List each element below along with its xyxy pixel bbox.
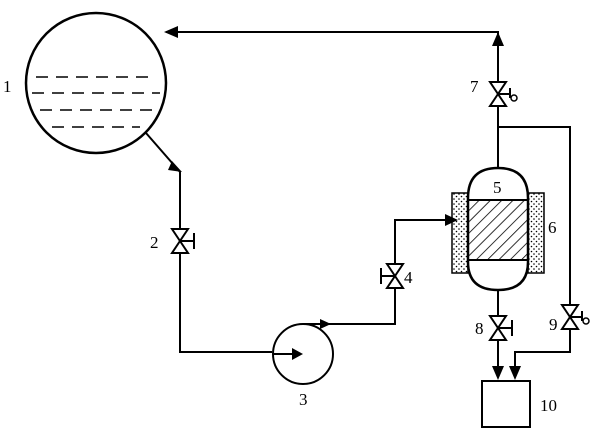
- label-tank: 1: [3, 77, 12, 96]
- label-valve-4: 4: [404, 268, 413, 287]
- label-valve-9: 9: [549, 315, 558, 334]
- valve-9[interactable]: [560, 304, 590, 330]
- label-reactor: 5: [493, 178, 502, 197]
- label-valve-8: 8: [475, 319, 484, 338]
- reactor-inlet-line: [394, 214, 458, 264]
- feed-line: [179, 253, 272, 353]
- label-pump: 3: [299, 390, 308, 409]
- valve-4[interactable]: [380, 263, 405, 289]
- reactor: [466, 166, 530, 292]
- bypass-line: [498, 126, 571, 305]
- storage-tank: [24, 11, 168, 155]
- return-line: [164, 26, 504, 82]
- bypass-to-collector-line: [509, 329, 571, 380]
- collector: [481, 380, 531, 428]
- drain-to-collector-line: [492, 340, 504, 380]
- pump[interactable]: [272, 323, 334, 385]
- valve-8[interactable]: [488, 315, 513, 341]
- label-valve-2: 2: [150, 233, 159, 252]
- valve-2[interactable]: [170, 228, 195, 254]
- valve-7[interactable]: [488, 81, 518, 107]
- label-valve-7: 7: [470, 77, 479, 96]
- label-collector: 10: [540, 396, 557, 415]
- tank-outlet-line: [145, 132, 182, 228]
- label-heater-jacket: 6: [548, 218, 557, 237]
